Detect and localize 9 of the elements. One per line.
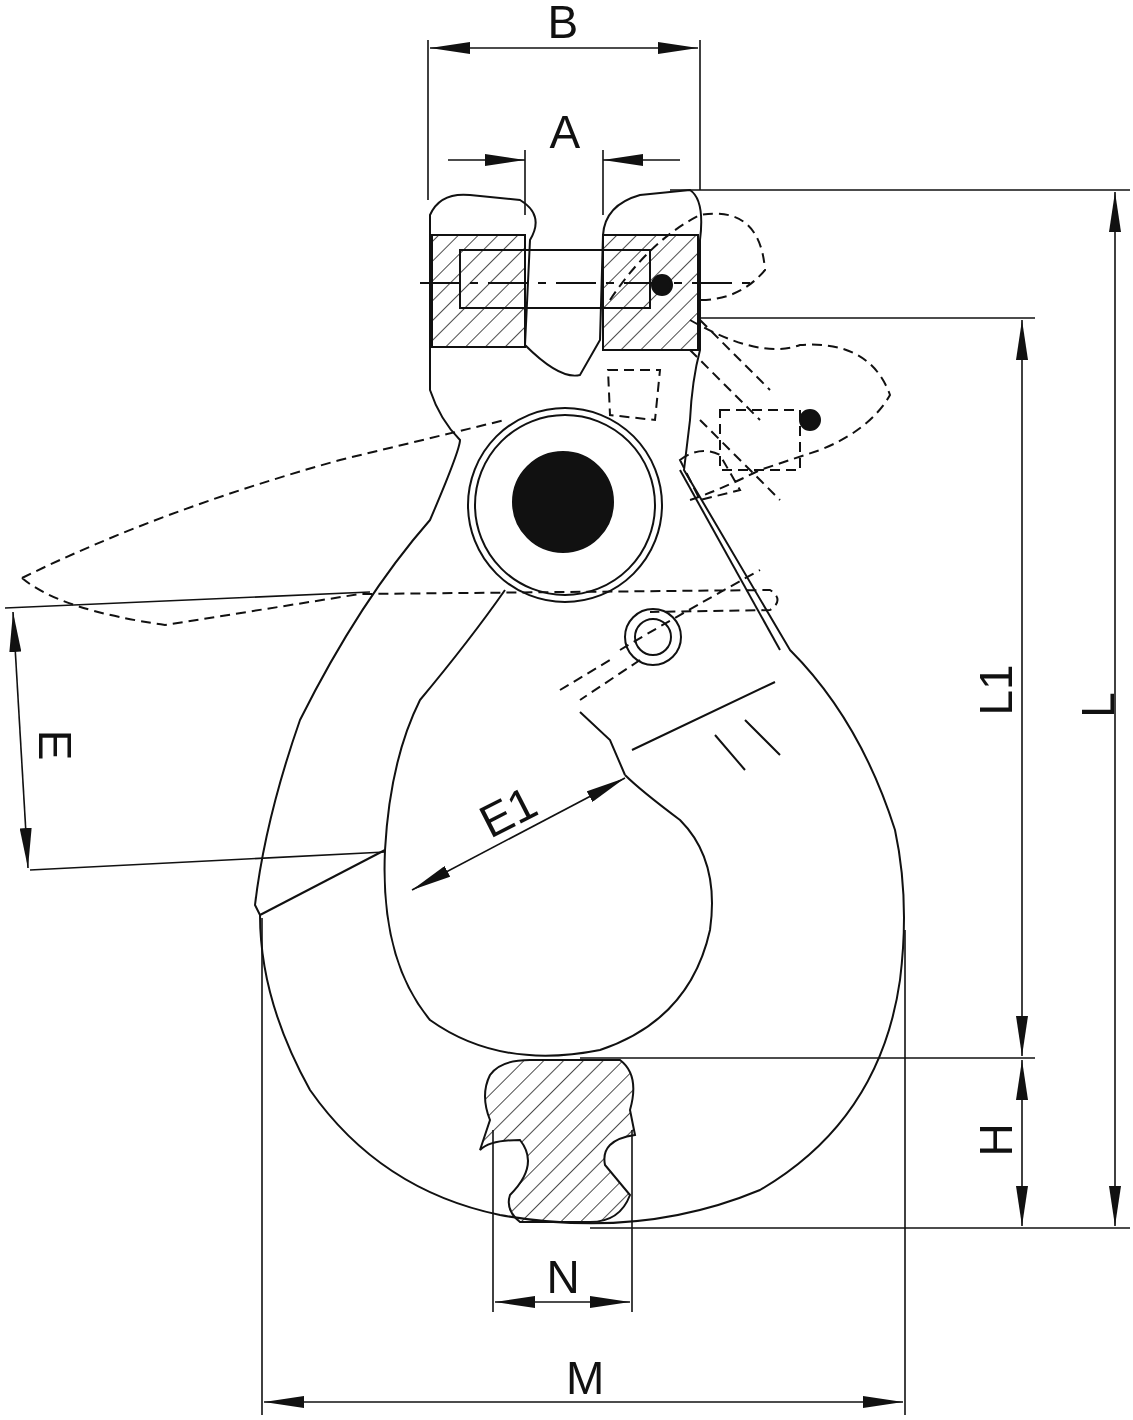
dimension-label: N [546, 1254, 580, 1300]
dimension-label: H [972, 1123, 1019, 1157]
dimension-label: E1 [472, 778, 544, 846]
dimension-label: A [549, 109, 581, 155]
dimension-label: B [547, 0, 579, 45]
dimension-label: L1 [972, 664, 1019, 716]
dimension-label: L [1074, 692, 1121, 718]
dimension-label: E [31, 729, 78, 761]
dimension-label: M [566, 1355, 605, 1401]
